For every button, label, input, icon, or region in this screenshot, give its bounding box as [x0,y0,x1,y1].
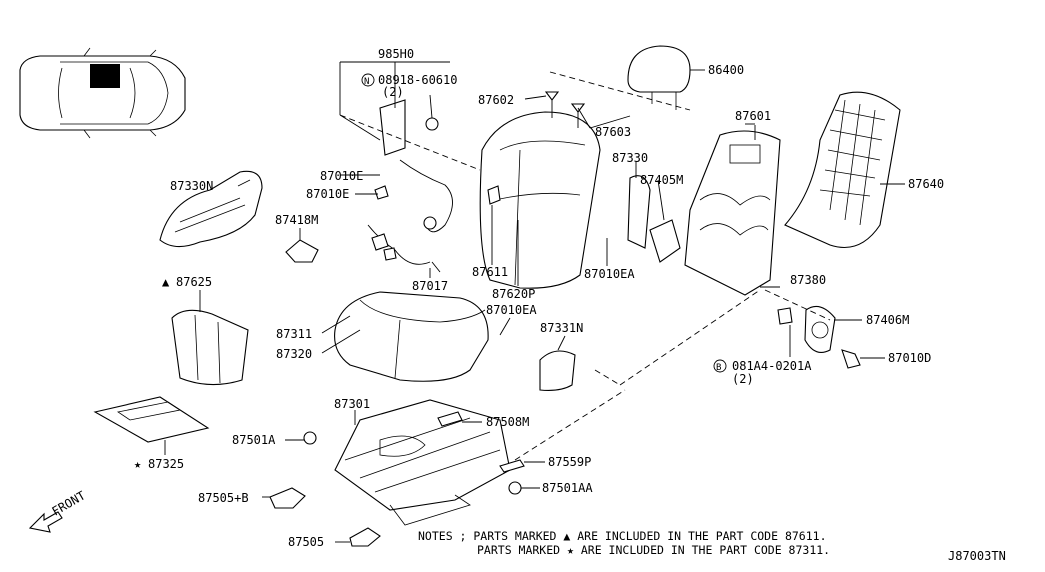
label-87017: 87017 [412,279,448,293]
label-87325: 87325 [148,457,184,471]
note-line-2: PARTS MARKED ★ ARE INCLUDED IN THE PART … [477,543,830,557]
label-b-marker: B [716,363,721,373]
harness-985H0 [379,99,453,233]
label-87501A: 87501A [232,433,276,447]
label-87405M: 87405M [640,173,683,187]
label-87010E-b: 87010E [306,187,349,201]
dashed-lines [339,71,831,461]
label-87010EA-a: 87010EA [584,267,635,281]
headrest-86400 [627,45,705,110]
label-08918: 08918-60610 [378,73,457,87]
bolt-87010D [841,349,885,369]
notes: NOTES ; PARTS MARKED ▲ ARE INCLUDED IN T… [418,529,830,557]
cover-87505B [269,487,306,509]
clip-87501A [303,431,317,445]
clip-87611 [487,185,501,205]
label-985H0: 985H0 [378,47,414,61]
lever-87330 [627,175,651,249]
label-081A4-qty: (2) [732,372,754,386]
pad-87325 [93,396,210,443]
front-arrow: FRONT [28,488,88,533]
bracket-87559P [499,459,525,473]
leader-lines [164,61,791,543]
label-87301: 87301 [334,397,370,411]
label-87010E-a: 87010E [320,169,363,183]
part-labels: 985H0 N 08918-60610 (2) 86400 87602 8760… [134,47,944,549]
label-87603: 87603 [595,125,631,139]
label-87380: 87380 [790,273,826,287]
label-87311: 87311 [276,327,312,341]
wiring-87017 [367,185,441,273]
n-marker-icon [361,73,375,87]
label-87620P: 87620P [492,287,535,301]
label-86400: 86400 [708,63,744,77]
back-frame-87601 [684,125,781,296]
cover-87505 [349,527,381,547]
label-87505: 87505 [288,535,324,549]
label-87010EA-b: 87010EA [486,303,537,317]
label-87501AA: 87501AA [542,481,593,495]
label-08918-qty: (2) [382,85,404,99]
pad-87625 [171,309,249,386]
label-87325-mark: ★ [134,457,141,471]
recliner-87380 [804,305,862,353]
label-87602: 87602 [478,93,514,107]
label-87508M: 87508M [486,415,529,429]
label-n-marker: N [364,77,369,87]
label-87331N: 87331N [540,321,583,335]
label-87320: 87320 [276,347,312,361]
label-87640: 87640 [908,177,944,191]
back-board-87640 [784,91,905,249]
label-87418M: 87418M [275,213,318,227]
b-marker-icon [713,359,727,373]
bracket-87405M [649,219,681,263]
label-87559P: 87559P [548,455,591,469]
label-87330: 87330 [612,151,648,165]
seat-frame-87301 [334,399,511,526]
label-87010D: 87010D [888,351,931,365]
note-line-1: NOTES ; PARTS MARKED ▲ ARE INCLUDED IN T… [418,529,827,543]
label-87505B: 87505+B [198,491,249,505]
car-location-icon [19,47,186,139]
label-87625: 87625 [176,275,212,289]
knob-87418M [285,239,319,263]
clip-87501AA [508,481,522,495]
label-87330N: 87330N [170,179,213,193]
label-87611: 87611 [472,265,508,279]
label-87625-mark: ▲ [162,275,170,289]
diagram-code: J87003TN [948,549,1006,563]
label-87406M: 87406M [866,313,909,327]
front-label: FRONT [50,488,88,518]
seatback-cover-87620P [479,111,601,289]
bolt-081A4 [777,307,793,325]
bracket-87508M [437,411,463,427]
side-shield-87330N [159,170,263,248]
label-87601: 87601 [735,109,771,123]
label-081A4: 081A4-0201A [732,359,812,373]
finisher-87331N [539,350,576,391]
cushion-87320 [334,291,489,382]
screw-87602 [544,91,560,118]
